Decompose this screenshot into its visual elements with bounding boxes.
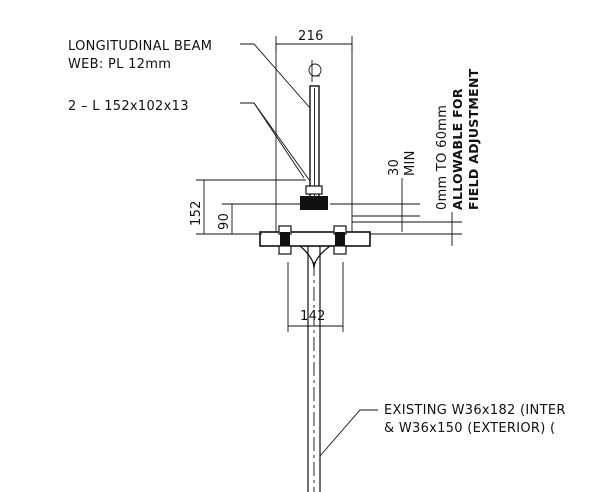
angle-label: 2 – L 152x102x13 xyxy=(68,99,189,114)
beam-leader xyxy=(240,43,311,109)
dim-90-text: 90 xyxy=(217,213,232,230)
existing-label-line2: & W36x150 (EXTERIOR) ( xyxy=(384,421,555,436)
dim-142-text: 142 xyxy=(300,309,326,324)
adjust-label-line1: 0mm TO 60mm xyxy=(435,105,450,210)
bolt-left-icon xyxy=(278,225,292,255)
angle-leader-1 xyxy=(240,102,305,179)
existing-leader xyxy=(319,409,378,457)
beam-label-line1: LONGITUDINAL BEAM xyxy=(68,39,212,54)
adjust-label-line3: FIELD ADJUSTMENT xyxy=(466,68,481,210)
dim-216-text: 216 xyxy=(298,29,324,44)
centerline-icon xyxy=(308,60,322,82)
web-bolt xyxy=(300,196,328,210)
fillet xyxy=(299,245,331,269)
bolt-right-icon xyxy=(333,225,347,255)
dim-152-text: 152 xyxy=(189,200,204,226)
flange-plate xyxy=(259,231,371,247)
beam-label-line2: WEB: PL 12mm xyxy=(68,57,171,72)
angle-leader-2 xyxy=(253,102,316,189)
dim-min-text: MIN xyxy=(403,150,418,176)
angle-pair-top xyxy=(305,185,323,195)
existing-label-line1: EXISTING W36x182 (INTER xyxy=(384,403,566,418)
dim-30-text: 30 xyxy=(387,159,402,176)
adjust-label-line2: ALLOWABLE FOR xyxy=(450,88,465,210)
